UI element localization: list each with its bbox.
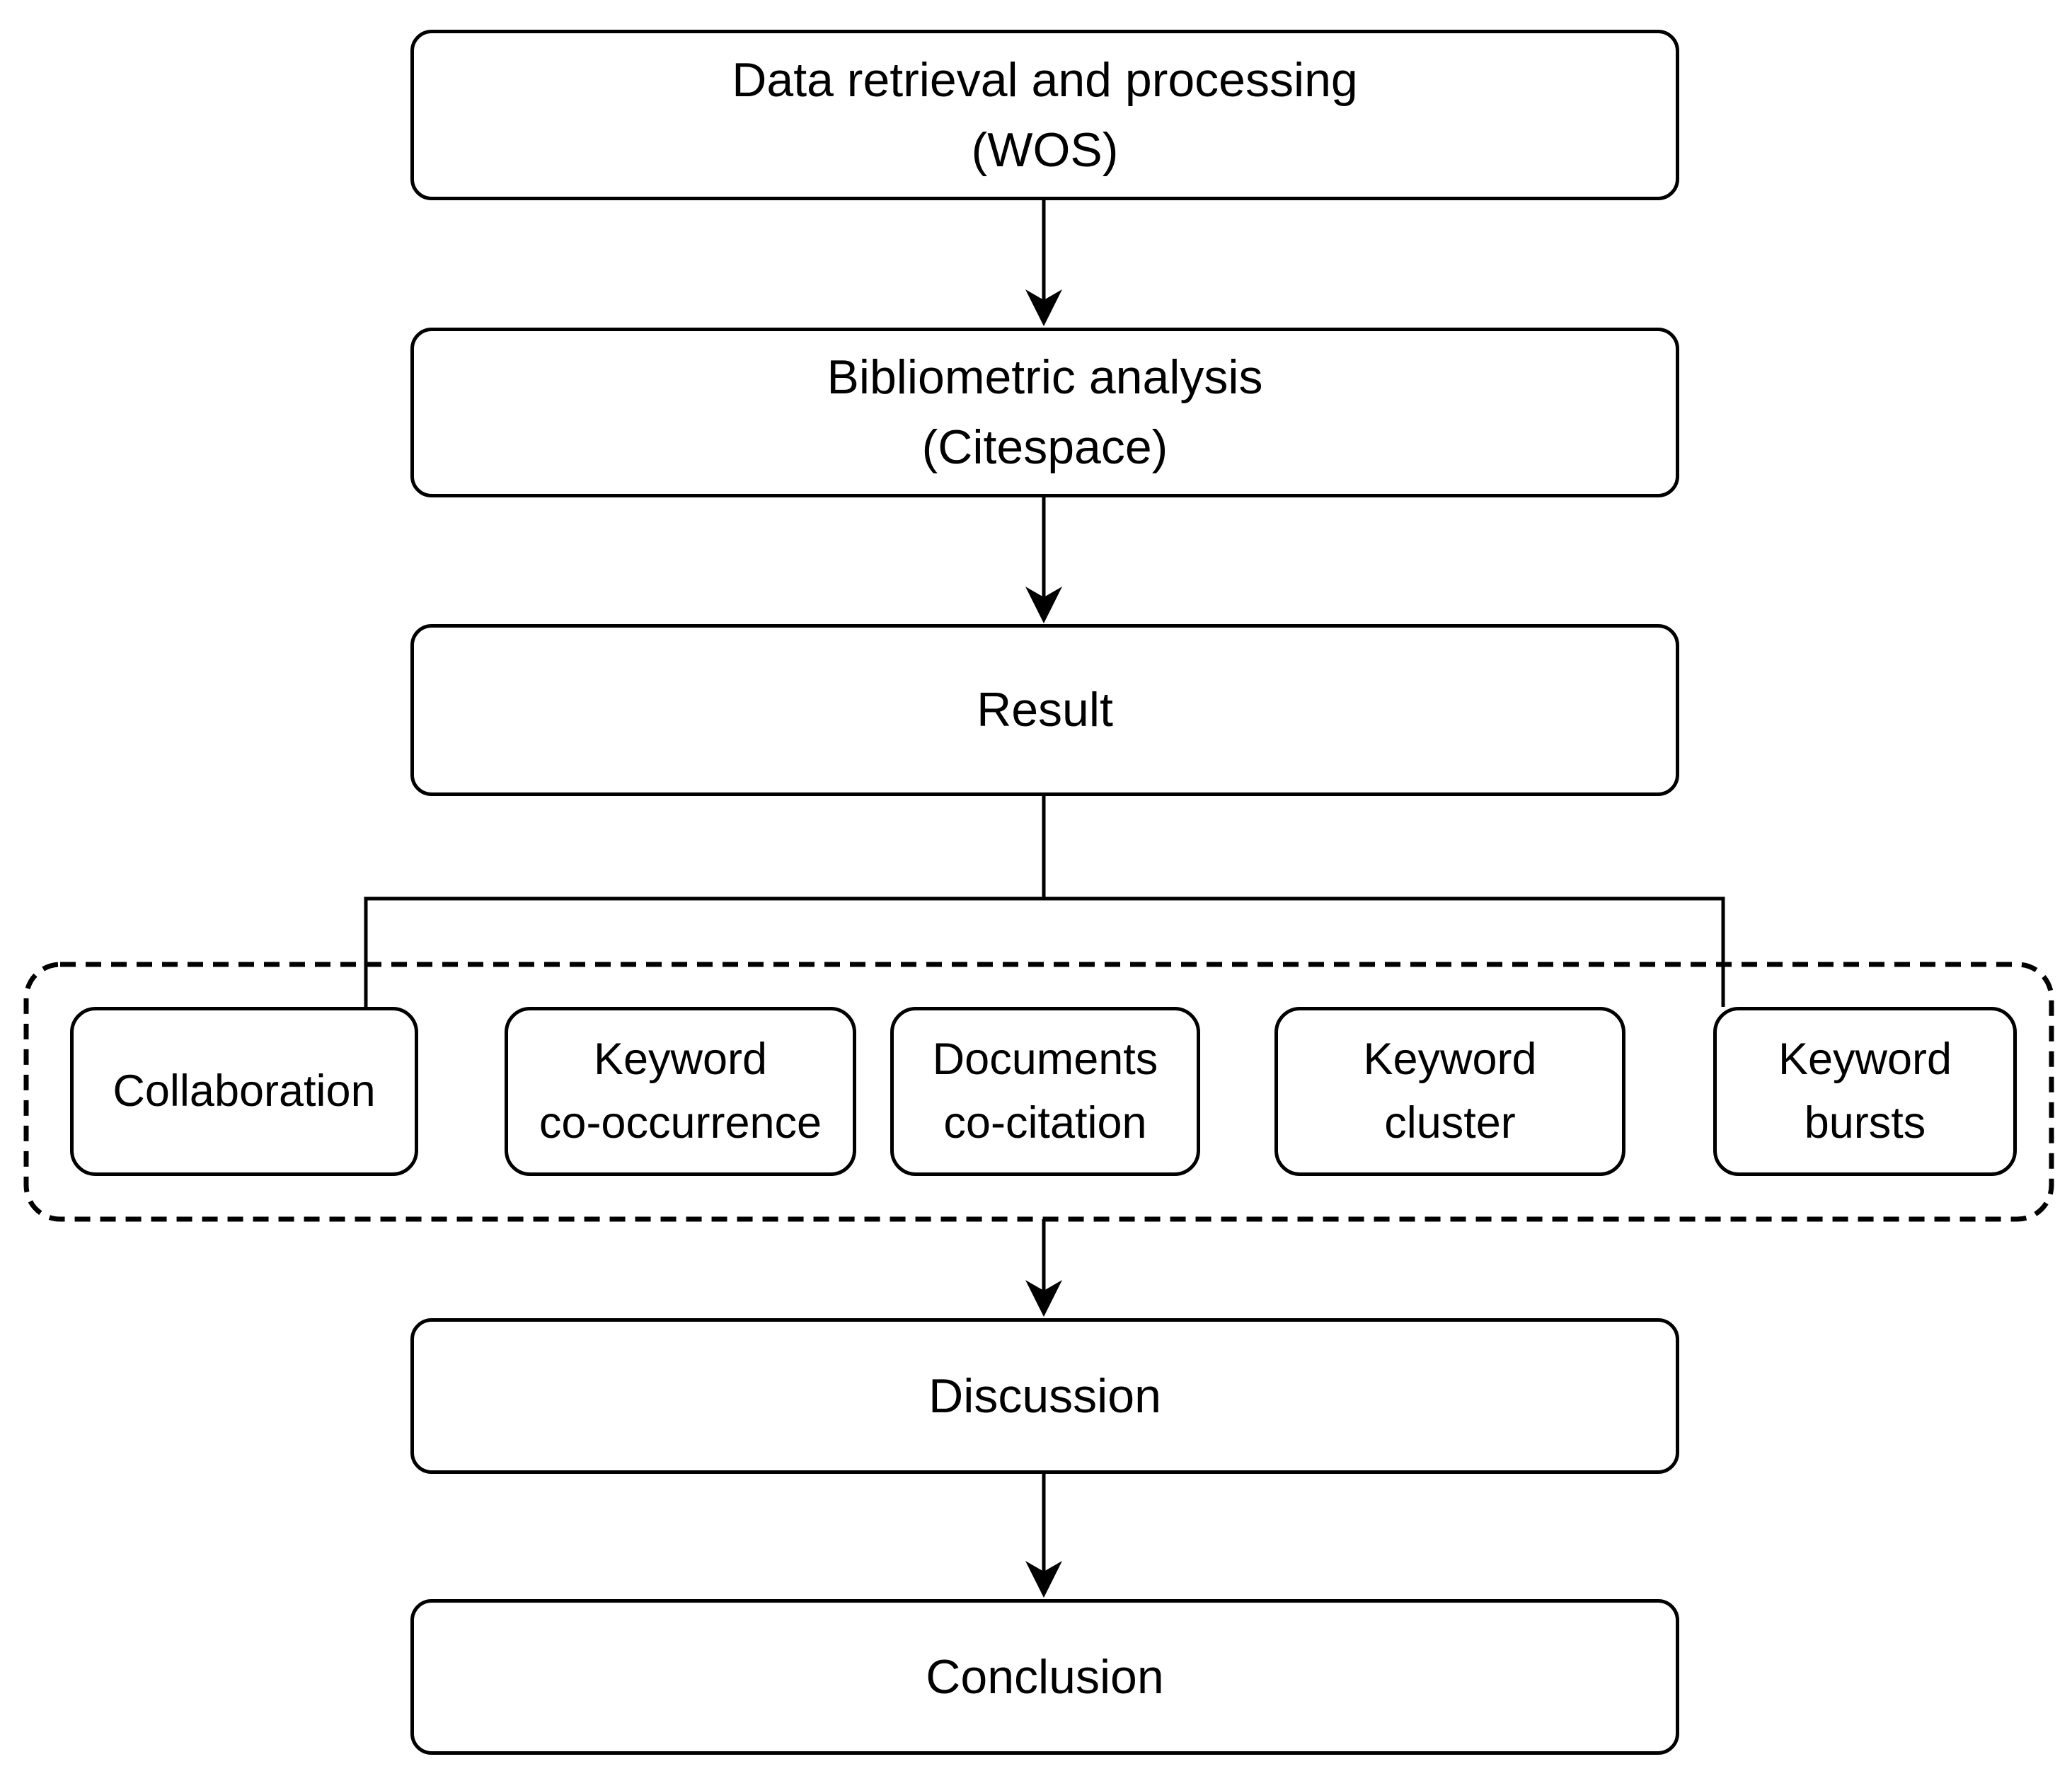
node-conclusion-label: Conclusion	[926, 1649, 1164, 1704]
connector-result-branch	[364, 796, 1725, 1007]
connector-bibliometric-to-result	[1025, 497, 1062, 623]
arrowhead-down-icon	[1025, 1280, 1062, 1317]
node-data-retrieval-line2: (WOS)	[971, 122, 1119, 177]
node-data-retrieval-line1: Data retrieval and processing	[732, 52, 1358, 107]
node-keyword-bursts-line2: bursts	[1804, 1097, 1926, 1148]
node-collaboration: Collaboration	[70, 1007, 418, 1176]
connector-discussion-to-conclusion	[1025, 1474, 1062, 1598]
node-bibliometric-analysis-line2: (Citespace)	[921, 420, 1168, 474]
node-documents-co-citation: Documents co-citation	[890, 1007, 1200, 1176]
node-result: Result	[410, 624, 1679, 796]
arrowhead-down-icon	[1025, 587, 1062, 623]
arrowhead-down-icon	[1025, 1561, 1062, 1598]
arrowhead-down-icon	[1025, 289, 1062, 326]
connector-data-retrieval-to-bibliometric	[1025, 200, 1062, 326]
node-discussion-label: Discussion	[928, 1368, 1161, 1423]
node-documents-co-citation-line1: Documents	[932, 1034, 1158, 1085]
node-keyword-co-occurrence-line2: co-occurrence	[539, 1097, 822, 1148]
branch-rail	[364, 896, 1725, 1007]
node-keyword-co-occurrence: Keyword co-occurrence	[505, 1007, 856, 1176]
node-bibliometric-analysis: Bibliometric analysis (Citespace)	[410, 328, 1679, 497]
node-keyword-cluster-line1: Keyword	[1363, 1034, 1537, 1085]
node-conclusion: Conclusion	[410, 1599, 1679, 1755]
analysis-group-border	[23, 962, 2054, 1222]
node-keyword-cluster: Keyword cluster	[1274, 1007, 1625, 1176]
node-keyword-co-occurrence-line1: Keyword	[593, 1034, 768, 1085]
node-collaboration-label: Collaboration	[113, 1066, 376, 1116]
node-keyword-bursts-line1: Keyword	[1778, 1034, 1952, 1085]
connector-group-to-discussion	[1025, 1219, 1062, 1317]
node-result-label: Result	[977, 683, 1113, 737]
node-keyword-bursts: Keyword bursts	[1713, 1007, 2017, 1176]
node-keyword-cluster-line2: cluster	[1384, 1097, 1516, 1148]
node-data-retrieval: Data retrieval and processing (WOS)	[410, 30, 1679, 200]
node-discussion: Discussion	[410, 1318, 1679, 1474]
node-bibliometric-analysis-line1: Bibliometric analysis	[827, 350, 1263, 405]
node-documents-co-citation-line2: co-citation	[943, 1097, 1147, 1148]
